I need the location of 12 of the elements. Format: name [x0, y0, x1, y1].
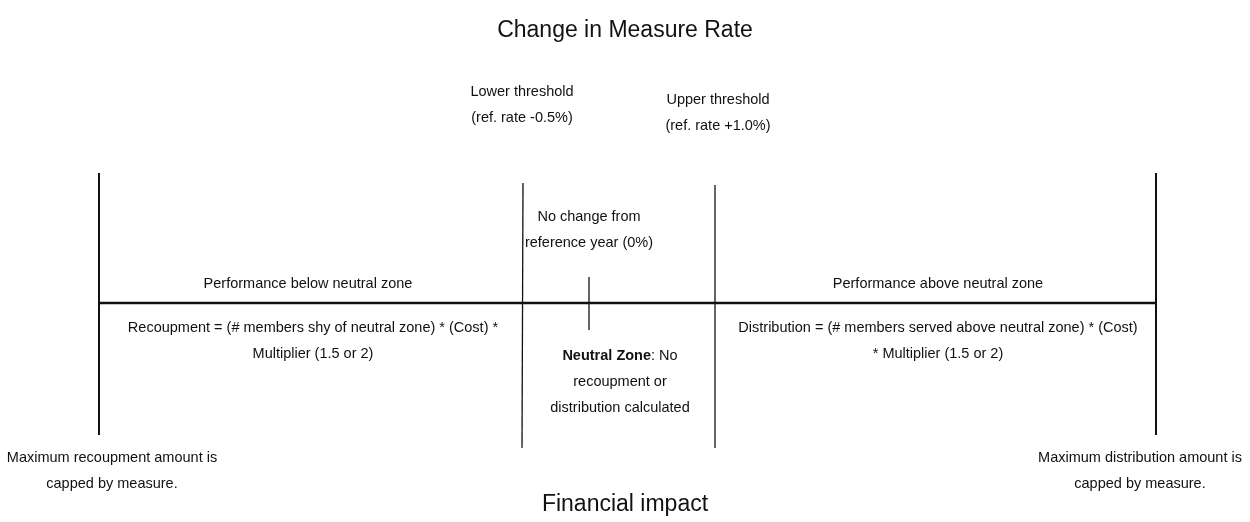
text-label: Maximum distribution amount is capped by measure.: [1037, 448, 1243, 493]
text-label: Lower threshold (ref. rate -0.5%): [469, 82, 575, 127]
text-label: Performance above neutral zone: [831, 274, 1045, 293]
text-label: No change from reference year (0%): [524, 207, 654, 252]
text-label: Performance below neutral zone: [202, 274, 414, 293]
diagram-caption: Financial impact: [540, 490, 710, 517]
text-label: Maximum recoupment amount is capped by measure.: [5, 448, 219, 493]
text-label: Recoupment = (# members shy of neutral zone) * (Cost) * Multiplier (1.5 or 2): [126, 318, 500, 363]
text-label: Distribution = (# members served above neutral zone) * (Cost) * Multiplier (1.5 or 2): [738, 318, 1138, 363]
zone-description: Neutral Zone: No recoupment or distribution calculated: [550, 346, 690, 417]
text-label: Upper threshold (ref. rate +1.0%): [664, 90, 772, 135]
diagram-title: Change in Measure Rate: [496, 16, 754, 43]
